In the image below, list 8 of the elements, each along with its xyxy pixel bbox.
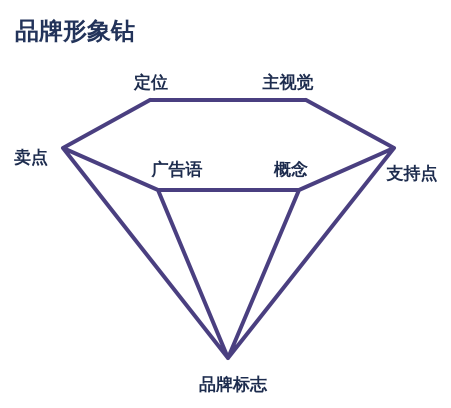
vertex-label: 广告语	[152, 160, 202, 180]
vertex-label: 品牌标志	[199, 375, 267, 395]
vertex-label: 支持点	[386, 164, 438, 184]
title: 品牌形象钻	[15, 16, 135, 46]
vertex-label: 概念	[274, 160, 308, 180]
vertex-label: 定位	[134, 73, 168, 93]
vertex-label: 主视觉	[262, 73, 314, 93]
vertex-label: 卖点	[14, 148, 48, 168]
